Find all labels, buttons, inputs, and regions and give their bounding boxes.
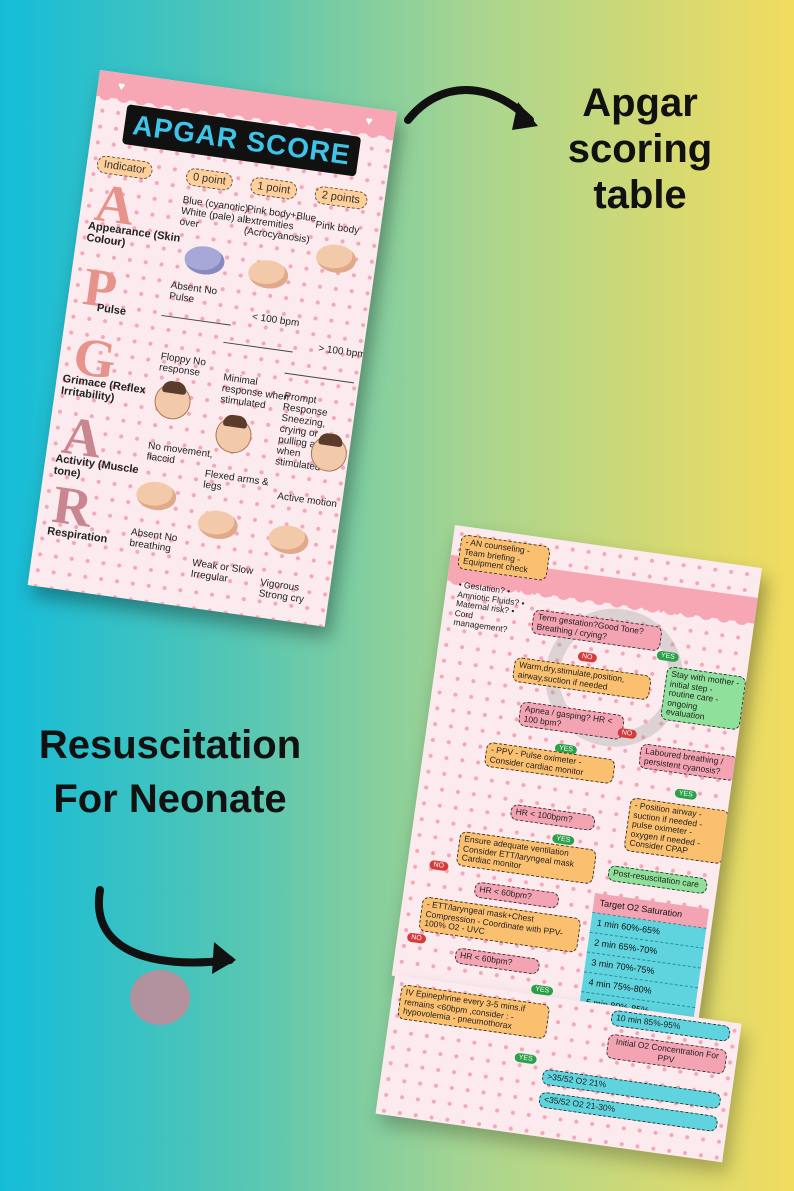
no-chip: NO <box>406 932 427 944</box>
resuscitation-poster: - AN counseling - Team briefing - Equipm… <box>391 525 762 1019</box>
target-o2-table: Target O2 Saturation 1 min 60%-65% 2 min… <box>578 893 710 1019</box>
appearance-0: Blue (cyanotic) White (pale) all over <box>178 194 249 231</box>
flexed-baby-icon <box>196 508 240 542</box>
ppv-box: - PPV - Pulse oximeter - Consider cardia… <box>483 741 616 785</box>
post-resuscitation-box: Post-resuscitation care <box>607 864 709 895</box>
flaccid-baby-icon <box>134 479 179 513</box>
fast-pulse-icon <box>284 360 356 384</box>
position-airway-box: - Position airway - suction if needed - … <box>623 797 730 865</box>
pulse-1: < 100 bpm <box>251 311 300 330</box>
header-0-point: 0 point <box>184 167 234 192</box>
apgar-poster: ♥ ♥ APGAR SCORE Indicator 0 point 1 poin… <box>27 70 398 627</box>
appearance-1: Pink body+Blue extremities (Acrocyanosis… <box>243 203 317 246</box>
arrow-to-caption-icon <box>404 86 538 130</box>
slow-pulse-icon <box>223 329 295 353</box>
blue-baby-icon <box>182 243 227 278</box>
ensure-ventilation-box: Ensure adequate ventilation Consider ETT… <box>455 830 598 885</box>
respiration-2: Vigorous Strong cry <box>257 577 305 606</box>
no-chip: NO <box>428 859 449 872</box>
header-1-point: 1 point <box>249 176 299 201</box>
hr-100-box: HR < 100bpm? <box>509 803 596 831</box>
stay-with-mother-box: Stay with mother - initial step - routin… <box>660 665 747 731</box>
yes-chip: YES <box>514 1052 538 1065</box>
header-2-points: 2 points <box>313 185 369 211</box>
activity-1: Flexed arms & legs <box>202 468 270 493</box>
grimace-0: Floppy No response <box>158 351 207 379</box>
resuscitation-caption: Resuscitation For Neonate <box>38 723 302 821</box>
grimace-face-icon <box>213 414 254 456</box>
respiration-1: Weak or Slow Irregular <box>189 557 254 585</box>
hr-60-second-box: HR < 60bpm? <box>454 947 541 975</box>
appearance-2: Pink body <box>314 219 360 237</box>
acrocyanosis-baby-icon <box>246 257 290 292</box>
apgar-caption: Apgar scoring table <box>567 81 713 217</box>
activity-2: Active motion <box>276 490 338 511</box>
laboured-breathing-box: Laboured breathing / persistent cyanosis… <box>637 743 739 782</box>
respiration-0: Absent No breathing <box>128 526 178 555</box>
questions-box: • Gestation? • Amniotic Fluids? • Matern… <box>452 579 526 635</box>
yes-chip: YES <box>674 788 698 801</box>
arrow-to-poster-icon <box>94 886 236 974</box>
pink-baby-icon <box>314 242 358 276</box>
initial-o2-title-visible: Initial O2 Concentration For PPV <box>605 1033 728 1075</box>
active-baby-icon <box>266 523 311 557</box>
pink-heart-doodle-icon <box>130 970 190 1025</box>
pulse-2: > 100 bpm <box>317 343 367 361</box>
